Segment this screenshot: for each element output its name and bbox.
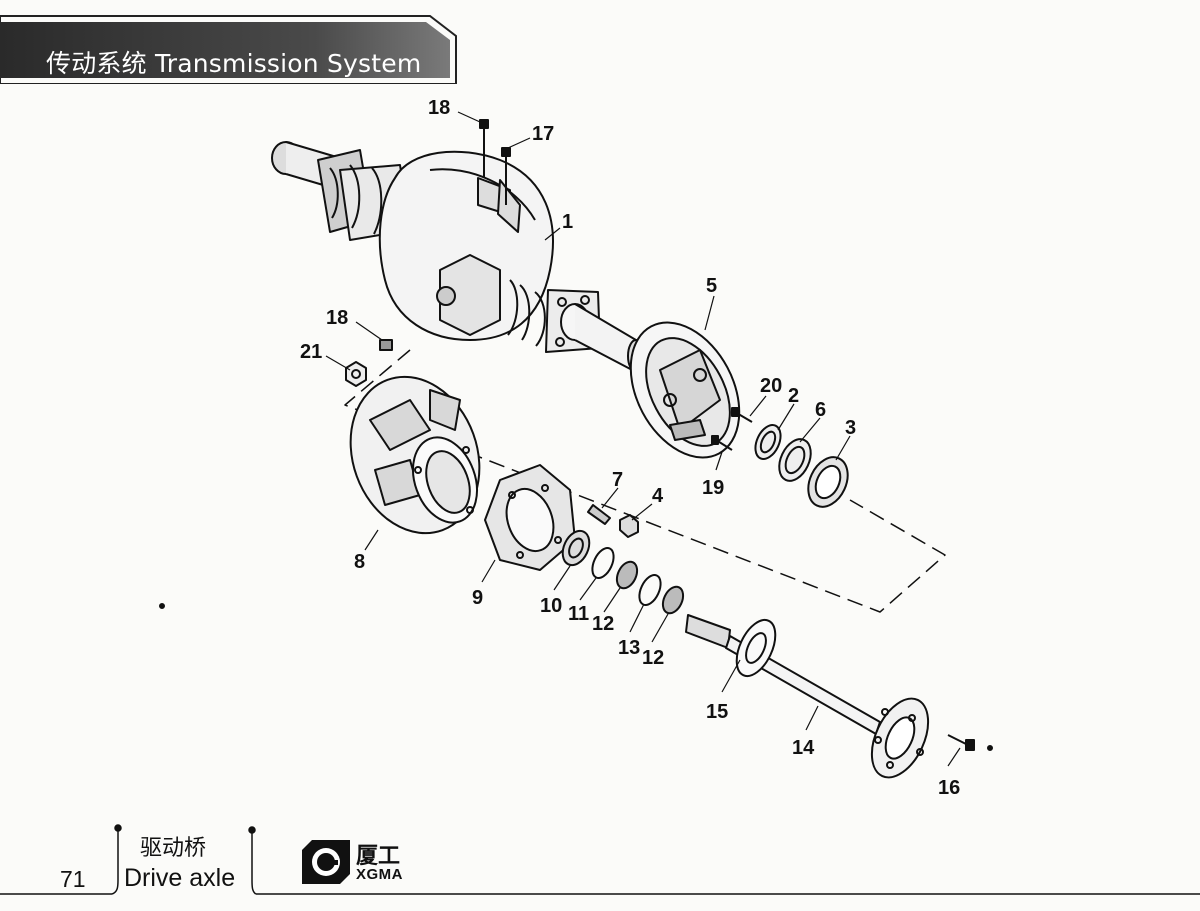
callout-label-c18a: 18 xyxy=(428,97,450,119)
section-title: 传动系统 Transmission System xyxy=(46,49,422,78)
callout-label-c16: 16 xyxy=(938,777,960,799)
part-8-brake-drum xyxy=(349,375,481,535)
callout-label-c14: 14 xyxy=(792,737,815,759)
part-16-bolt xyxy=(947,734,975,751)
callout-label-c15: 15 xyxy=(706,701,728,723)
part-1-axle-housing xyxy=(271,141,645,373)
speck xyxy=(159,603,165,609)
part-11-ring xyxy=(591,547,615,579)
callout-label-c11: 11 xyxy=(568,603,589,625)
part-15-gasket xyxy=(735,618,777,678)
callout-label-c12a: 12 xyxy=(592,613,614,635)
xgma-logo-icon xyxy=(302,840,350,884)
callout-label-c5: 5 xyxy=(706,275,717,297)
section-header: 传动系统 Transmission System xyxy=(0,14,460,84)
section-name-cn: 驱动桥 xyxy=(140,836,207,861)
part-6-seal xyxy=(778,438,812,482)
part-18-upper-bolt xyxy=(479,119,489,178)
callout-label-c2: 2 xyxy=(788,385,799,407)
leader-lines xyxy=(325,111,961,767)
part-20-screw xyxy=(731,407,753,423)
callout-label-c1: 1 xyxy=(562,211,573,233)
callout-label-c13: 13 xyxy=(618,637,640,659)
callout-label-c7: 7 xyxy=(612,469,623,491)
part-7-stud xyxy=(587,504,611,525)
callout-label-c3: 3 xyxy=(845,417,856,439)
part-4-nut xyxy=(619,514,639,538)
part-5-brake-assembly xyxy=(629,321,741,459)
brand-name-cn: 厦工 xyxy=(356,844,401,869)
part-3-bearing xyxy=(807,456,849,508)
part-10-bearing xyxy=(561,529,591,567)
assembly-guide-line xyxy=(344,349,946,613)
callout-label-c19: 19 xyxy=(702,477,724,499)
callout-label-c18b: 18 xyxy=(326,307,348,329)
part-19-screw xyxy=(711,435,733,451)
speck xyxy=(987,745,993,751)
callout-label-c8: 8 xyxy=(354,551,365,573)
part-12-bearing-outer xyxy=(661,585,685,615)
part-12-bearing-inner xyxy=(615,560,639,590)
callout-label-c12b: 12 xyxy=(642,647,664,669)
part-9-flange xyxy=(484,464,576,571)
part-2-seal xyxy=(754,424,782,460)
callout-label-c17: 17 xyxy=(532,123,554,145)
callout-label-c20: 20 xyxy=(760,375,782,397)
section-name-en: Drive axle xyxy=(124,864,236,892)
callout-label-c10: 10 xyxy=(540,595,562,617)
part-18-lower-plug xyxy=(379,339,393,351)
header-banner-shape xyxy=(0,15,457,84)
brand-name-en: XGMA xyxy=(356,866,403,883)
part-21-nut xyxy=(345,361,367,387)
callout-label-c6: 6 xyxy=(815,399,826,421)
callout-label-c9: 9 xyxy=(472,587,483,609)
callout-label-c4: 4 xyxy=(652,485,664,507)
page-number: 71 xyxy=(60,866,86,892)
callout-label-c21: 21 xyxy=(300,341,322,363)
part-17-bolt xyxy=(501,147,511,205)
